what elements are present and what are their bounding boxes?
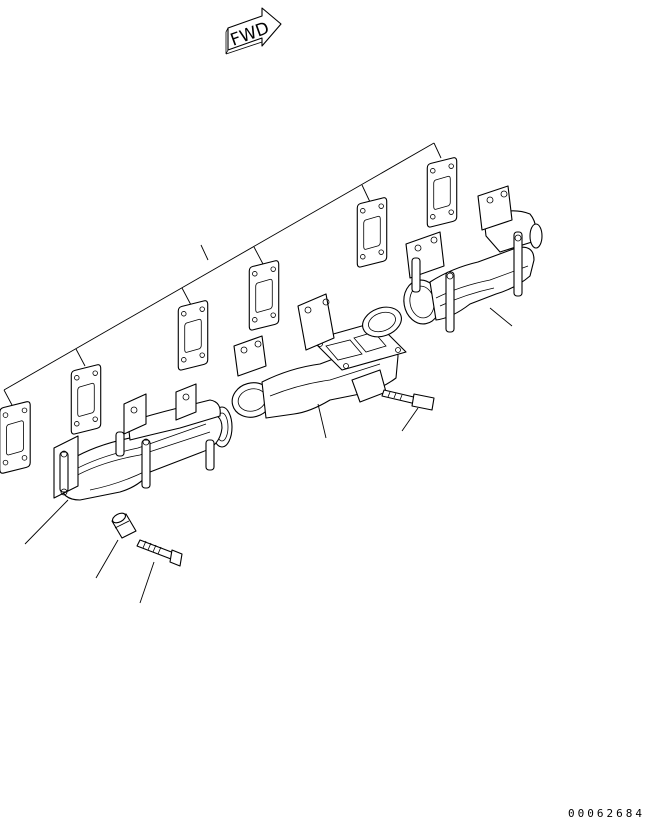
gasket-5 [356,197,388,268]
gasket-6 [426,157,458,228]
leader-rear-manifold [490,308,512,326]
fwd-direction-arrow: FWD [226,8,281,54]
front-exhaust-manifold [54,384,232,500]
leader-center-manifold [318,404,326,438]
gasket-2 [70,364,102,435]
manifold-bolt [137,540,182,566]
leader-front-manifold [25,500,68,544]
part-leader-lines [25,308,512,603]
turbo-stud [382,390,434,410]
leader-stud [402,408,418,431]
gasket-3 [177,300,209,371]
spacer [111,511,136,538]
leader-bolt [140,562,154,603]
leader-spacer [96,540,118,578]
gasket-4 [248,260,280,331]
rear-exhaust-manifold [400,186,542,332]
gasket-leader-lines [4,143,441,405]
drawing-number: 00062684 [568,807,645,820]
gasket-1 [0,401,31,474]
center-exhaust-manifold [228,294,406,422]
